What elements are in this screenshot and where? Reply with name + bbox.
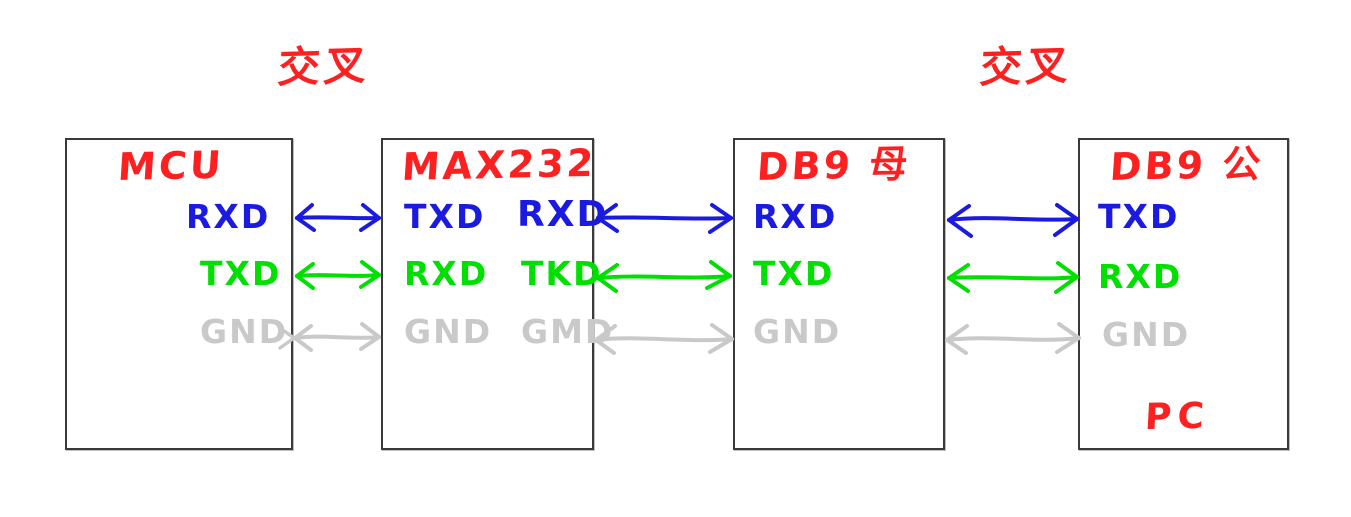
box-db9-male-pin-rxd: RXD [1098,257,1183,296]
box-db9-female-title: DB9 母 [755,141,912,189]
box-db9-male-footer-pc: PC [1143,395,1211,438]
link-max232-db9f-txd-arrow [596,260,732,293]
box-max232-pin-left-gnd: GND [404,312,493,351]
box-mcu-pin-rxd: RXD [186,197,271,236]
box-max232-pin-left-txd: TXD [404,197,486,236]
link-db9f-db9m-txd-arrow [947,261,1079,294]
box-max232-pin-right-txd: TKD [521,254,603,293]
annotation-crossover-left: 交叉 [276,40,373,92]
link-mcu-max232-rxd-arrow [295,203,381,232]
box-max232-pin-right-gnd: GMD [521,312,615,351]
box-db9-male-pin-gnd: GND [1102,315,1191,354]
box-mcu [65,138,293,450]
link-db9f-db9m-rxd-arrow [947,203,1079,238]
box-db9-female [733,138,945,450]
link-db9f-db9m-gnd-arrow [945,322,1081,355]
box-db9-female-pin-txd: TXD [753,254,835,293]
box-db9-male-title: DB9 公 [1108,141,1265,189]
box-max232 [381,138,594,450]
link-max232-db9f-rxd-arrow [596,203,733,234]
box-max232-pin-left-rxd: RXD [404,254,489,293]
link-mcu-max232-txd-arrow [295,260,381,290]
box-max232-title: MAX232 [400,140,598,189]
box-db9-male [1078,138,1289,450]
box-db9-female-pin-gnd: GND [753,312,842,351]
box-max232-pin-right-rxd: RXD [517,194,609,235]
annotation-crossover-right: 交叉 [978,40,1075,92]
box-mcu-pin-txd: TXD [200,254,282,293]
link-mcu-max232-gnd-arrow [293,322,381,352]
box-mcu-pin-gnd: GND [200,312,289,351]
box-db9-male-pin-txd: TXD [1098,197,1180,236]
box-db9-female-pin-rxd: RXD [753,197,838,236]
box-mcu-title: MCU [116,142,226,189]
